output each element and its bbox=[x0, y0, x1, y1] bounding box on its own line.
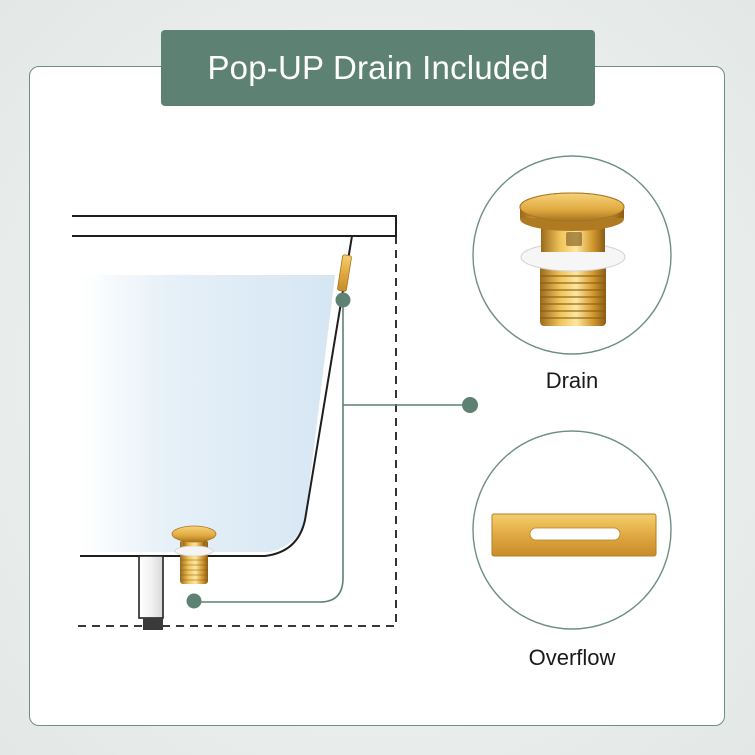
page-title: Pop-UP Drain Included bbox=[161, 30, 595, 106]
overflow-pipe bbox=[195, 300, 344, 603]
overflow-plate-icon bbox=[491, 513, 657, 557]
drain-in-tub bbox=[171, 525, 217, 584]
bath-water bbox=[80, 275, 335, 552]
pop-up-drain-icon bbox=[519, 192, 626, 326]
overflow-dot bbox=[335, 292, 351, 308]
drain-label: Drain bbox=[545, 368, 599, 393]
overflow-label: Overflow bbox=[528, 645, 616, 670]
overflow-plate-small bbox=[337, 254, 352, 292]
drain-dot bbox=[186, 593, 202, 609]
tub-outline-dashed bbox=[78, 236, 397, 627]
tub-rim bbox=[72, 215, 397, 237]
tub-wall bbox=[80, 235, 353, 557]
tub-leg bbox=[138, 555, 164, 619]
leader-dot bbox=[462, 397, 478, 413]
tub-foot bbox=[143, 618, 163, 630]
